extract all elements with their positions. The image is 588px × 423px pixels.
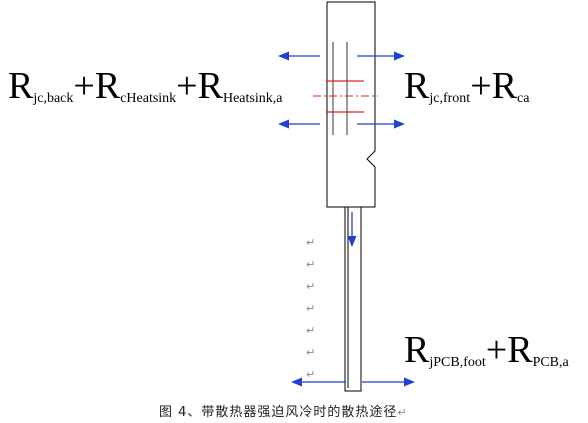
resistance-symbol: R: [94, 65, 121, 107]
arrow-left-lower: [278, 119, 320, 129]
resistance-subscript: jc,front: [429, 91, 471, 106]
arrow-left-foot: [291, 377, 346, 387]
resistance-symbol: R: [404, 329, 430, 371]
arrow-down-lead: [347, 212, 357, 247]
resistance-symbol: R: [8, 65, 34, 107]
resistance-subscript: cHeatsink: [120, 91, 177, 106]
resistance-symbol: R: [197, 65, 223, 107]
caption-text: 图 4、带散热器强迫风冷时的散热途径: [159, 405, 398, 420]
caption-paragraph-mark: ↵: [397, 406, 408, 419]
plus-operator: +: [73, 65, 95, 107]
paragraph-mark: ↵: [306, 302, 316, 315]
arrow-left-upper: [278, 51, 320, 61]
resistance-symbol: R: [507, 329, 533, 371]
paragraph-mark: ↵: [306, 236, 316, 249]
resistance-subscript: PCB,a: [532, 355, 569, 370]
component-lead: [344, 206, 362, 392]
equation-front-path: Rjc,front+Rca: [404, 67, 529, 107]
equation-pcb-path: RjPCB,foot+RPCB,a: [404, 331, 569, 371]
resistance-subscript: Heatsink,a: [222, 91, 283, 106]
resistance-subscript: ca: [516, 91, 530, 106]
resistance-symbol: R: [404, 65, 430, 107]
paragraph-mark: ↵: [306, 324, 316, 337]
plus-operator: +: [470, 65, 492, 107]
paragraph-mark: ↵: [306, 368, 316, 381]
arrow-right-upper: [357, 51, 405, 61]
resistance-symbol: R: [491, 65, 517, 107]
plus-operator: +: [485, 329, 508, 371]
figure-caption: 图 4、带散热器强迫风冷时的散热途径↵: [159, 401, 408, 420]
paragraph-mark: ↵: [306, 258, 316, 271]
arrow-right-foot: [362, 377, 415, 387]
heat-flow-arrows: [278, 51, 415, 387]
resistance-subscript: jPCB,foot: [429, 355, 486, 370]
resistance-subscript: jc,back: [33, 91, 74, 106]
equation-back-path: Rjc,back+RcHeatsink+RHeatsink,a: [8, 67, 282, 107]
component-body-outline: [326, 1, 376, 208]
plus-operator: +: [176, 65, 198, 107]
arrow-right-lower: [357, 119, 405, 129]
paragraph-mark: ↵: [306, 346, 316, 359]
paragraph-mark: ↵: [306, 280, 316, 293]
